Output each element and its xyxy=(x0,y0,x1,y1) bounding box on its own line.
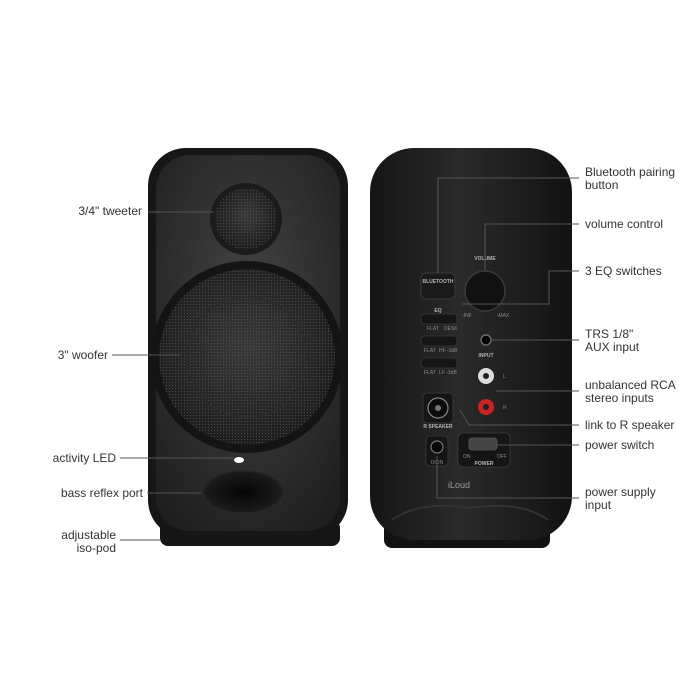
label-rca-inputs: unbalanced RCA stereo inputs xyxy=(585,378,676,405)
bluetooth-marking: BLUETOOTH xyxy=(422,279,453,285)
bass-reflex-port xyxy=(201,470,285,514)
eq-flat-marking-2: FLAT xyxy=(424,348,436,354)
eq-marking: EQ xyxy=(434,308,441,314)
label-volume-control: volume control xyxy=(585,217,664,231)
leader-r-speaker xyxy=(459,409,579,426)
power-marking: POWER xyxy=(475,461,494,467)
eq-lf-marking: LF -3dB xyxy=(439,370,457,376)
leader-bluetooth xyxy=(437,177,579,273)
label-power-supply-input: power supply input xyxy=(585,485,656,512)
volume-knob[interactable] xyxy=(464,270,506,312)
label-bluetooth-button: Bluetooth pairing button xyxy=(585,165,676,192)
eq-switch-hf[interactable] xyxy=(420,335,458,347)
volume-max-marking: -MAX xyxy=(497,313,510,319)
eq-flat-marking-3: FLAT xyxy=(424,370,436,376)
leader-power-supply xyxy=(436,456,579,499)
front-speaker xyxy=(148,148,348,546)
eq-switch-lf[interactable] xyxy=(420,357,458,369)
label-tweeter: 3/4" tweeter xyxy=(78,204,142,218)
bluetooth-button[interactable] xyxy=(420,272,456,300)
rca-right-marking: R xyxy=(503,405,507,411)
woofer-mesh xyxy=(159,269,335,445)
leader-lines xyxy=(112,177,579,541)
power-off-marking: OFF xyxy=(497,454,507,460)
brand-logo-text: iLoud xyxy=(448,480,470,490)
rca-left-marking: L xyxy=(503,374,506,380)
label-bass-reflex-port: bass reflex port xyxy=(60,486,143,500)
label-eq-switches: 3 EQ switches xyxy=(585,264,662,278)
eq-flat-marking: FLAT xyxy=(427,326,439,332)
rca-right-center xyxy=(483,404,489,410)
label-iso-pod: adjustable iso-pod xyxy=(61,528,116,555)
eq-switch-flat-desk[interactable] xyxy=(420,313,458,325)
input-marking: INPUT xyxy=(479,353,494,359)
dc-in-jack[interactable] xyxy=(430,440,444,454)
label-link-r-speaker: link to R speaker xyxy=(585,418,675,432)
leader-volume xyxy=(484,223,579,271)
rear-contour xyxy=(391,504,549,521)
eq-desk-marking: DESK xyxy=(444,326,458,332)
power-on-marking: ON xyxy=(463,454,471,460)
eq-hf-marking: HF -3dB xyxy=(439,348,458,354)
label-woofer: 3" woofer xyxy=(57,348,108,362)
rca-left-center xyxy=(483,373,489,379)
woofer-cone-ring xyxy=(186,296,308,418)
rear-cabinet xyxy=(370,148,572,540)
tweeter-mesh xyxy=(215,188,277,250)
leader-eq xyxy=(462,270,579,305)
rear-speaker: BLUETOOTH VOLUME -INF -MAX EQ FLAT DESK … xyxy=(370,148,572,548)
label-aux-input: TRS 1/8" AUX input xyxy=(585,327,640,354)
r-speaker-marking: R SPEAKER xyxy=(423,424,453,430)
activity-led xyxy=(234,457,244,463)
power-switch[interactable] xyxy=(468,437,498,451)
volume-min-marking: -INF xyxy=(462,313,472,319)
label-power-switch: power switch xyxy=(585,438,655,452)
label-activity-led: activity LED xyxy=(52,451,116,465)
aux-input-jack[interactable] xyxy=(480,334,492,346)
r-speaker-pin xyxy=(435,405,441,411)
